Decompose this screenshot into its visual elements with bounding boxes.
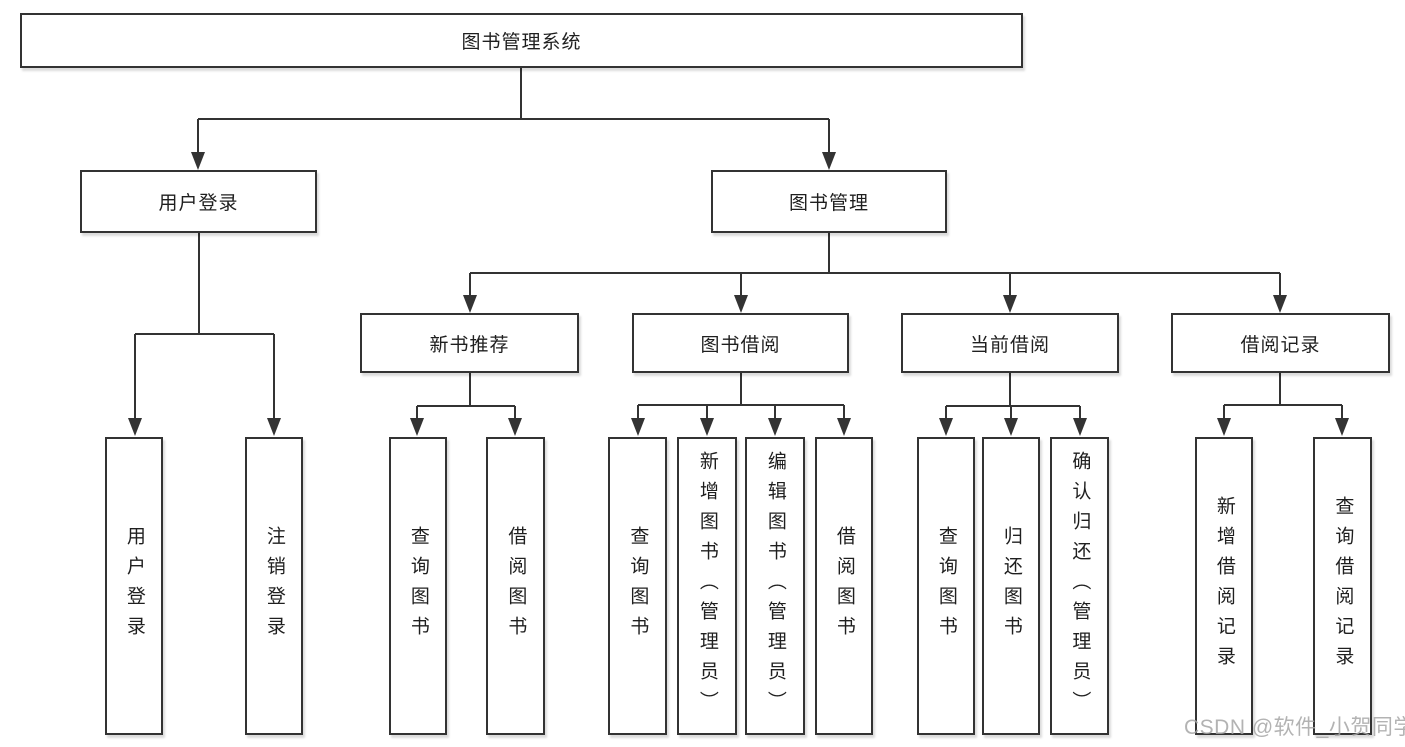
leaf-logout: 注销登录 — [245, 437, 303, 735]
node-book-management-label: 图书管理 — [788, 193, 869, 214]
leaf-bb-borrow-books: 借阅图书 — [815, 437, 873, 735]
leaf-bb-edit-books-admin: 编辑图书（管理员） — [745, 437, 805, 735]
node-book-borrowing-label: 图书借阅 — [700, 334, 781, 356]
leaf-cb-return-books: 归还图书 — [982, 437, 1040, 735]
leaf-cb-confirm-return-admin: 确认归还（管理员） — [1050, 437, 1109, 735]
leaf-cb-query-books-label: 查询图书 — [935, 526, 957, 646]
leaf-user-login: 用户登录 — [105, 437, 163, 735]
arrowhead — [191, 152, 205, 170]
leaf-br-query-record: 查询借阅记录 — [1313, 437, 1372, 735]
leaf-cb-query-books: 查询图书 — [917, 437, 975, 735]
connector-borrow-records-to-leaves — [1223, 373, 1343, 419]
leaf-bb-query-books-label: 查询图书 — [627, 526, 649, 646]
connector-book-borrowing-to-leaves — [637, 373, 845, 419]
arrowhead — [768, 418, 782, 436]
arrowhead — [734, 295, 748, 313]
leaf-nb-borrow-books: 借阅图书 — [486, 437, 545, 735]
arrowhead — [1217, 418, 1231, 436]
leaf-br-add-record: 新增借阅记录 — [1195, 437, 1253, 735]
connector-root-to-level2 — [197, 68, 830, 153]
leaf-nb-query-books-label: 查询图书 — [407, 526, 429, 646]
arrowhead — [1073, 418, 1087, 436]
leaf-nb-query-books: 查询图书 — [389, 437, 447, 735]
leaf-bb-query-books: 查询图书 — [608, 437, 667, 735]
leaf-bb-add-books-admin: 新增图书（管理员） — [677, 437, 737, 735]
node-new-book-recommend: 新书推荐 — [360, 313, 579, 373]
node-user-login: 用户登录 — [80, 170, 317, 233]
node-current-borrowing-label: 当前借阅 — [969, 334, 1050, 356]
arrowhead — [128, 418, 142, 436]
arrowhead — [1004, 418, 1018, 436]
node-current-borrowing: 当前借阅 — [901, 313, 1119, 373]
node-user-login-label: 用户登录 — [158, 193, 239, 214]
arrowhead — [1003, 295, 1017, 313]
node-library-system-label: 图书管理系统 — [461, 32, 582, 53]
leaf-br-add-record-label: 新增借阅记录 — [1213, 496, 1235, 676]
arrowhead — [700, 418, 714, 436]
node-borrow-records-label: 借阅记录 — [1240, 334, 1321, 356]
leaf-cb-return-books-label: 归还图书 — [1000, 526, 1022, 646]
arrowhead — [631, 418, 645, 436]
connector-current-borrowing-to-leaves — [945, 373, 1081, 419]
leaf-logout-label: 注销登录 — [263, 526, 285, 646]
leaf-nb-borrow-books-label: 借阅图书 — [505, 526, 527, 646]
csdn-watermark: CSDN @软件_小贺同学 — [1184, 716, 1405, 739]
node-book-management: 图书管理 — [711, 170, 947, 233]
connector-user-login-to-leaves — [134, 233, 275, 419]
leaf-user-login-label: 用户登录 — [123, 526, 145, 646]
node-book-borrowing: 图书借阅 — [632, 313, 849, 373]
arrowhead — [410, 418, 424, 436]
arrowhead — [267, 418, 281, 436]
leaf-bb-edit-books-admin-label: 编辑图书（管理员） — [764, 451, 786, 721]
connector-new-book-recommend-to-leaves — [416, 373, 516, 419]
arrowhead — [939, 418, 953, 436]
arrowhead — [1273, 295, 1287, 313]
arrowhead — [1335, 418, 1349, 436]
leaf-cb-confirm-return-admin-label: 确认归还（管理员） — [1069, 451, 1091, 721]
node-new-book-recommend-label: 新书推荐 — [429, 334, 510, 356]
connector-book-management-to-level3 — [469, 233, 1281, 296]
arrowhead — [822, 152, 836, 170]
node-library-system: 图书管理系统 — [20, 13, 1023, 68]
leaf-bb-add-books-admin-label: 新增图书（管理员） — [696, 451, 718, 721]
arrowhead — [837, 418, 851, 436]
node-borrow-records: 借阅记录 — [1171, 313, 1390, 373]
arrowhead — [463, 295, 477, 313]
arrowhead — [508, 418, 522, 436]
leaf-br-query-record-label: 查询借阅记录 — [1332, 496, 1354, 676]
leaf-bb-borrow-books-label: 借阅图书 — [833, 526, 855, 646]
